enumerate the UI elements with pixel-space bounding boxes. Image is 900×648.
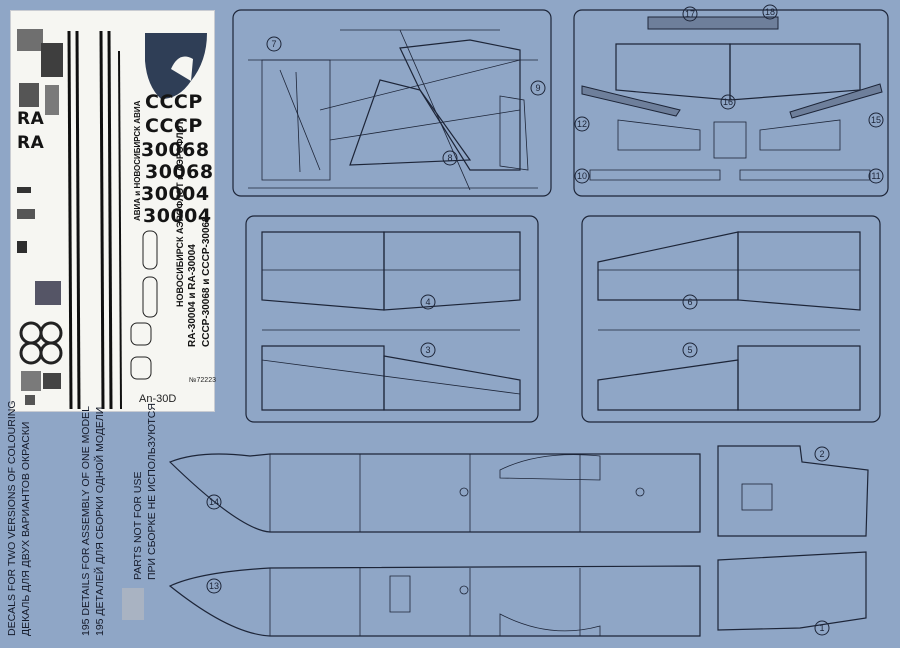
- part-number-badge: 5: [682, 342, 698, 358]
- decal-sheet: RA RA СССР СССР 30068 30068 30004 30004 …: [10, 10, 216, 412]
- code-right-6: 30004: [143, 205, 212, 227]
- sprue-mid-left: [245, 215, 539, 423]
- part-number-badge: 16: [720, 94, 736, 110]
- unused-parts-swatch: [122, 588, 144, 620]
- part-number-badge: 12: [574, 116, 590, 132]
- part-number-12: 12: [577, 119, 587, 129]
- part-number-badge: 6: [682, 294, 698, 310]
- part-number-badge: 2: [814, 446, 830, 462]
- sprue-mid-right: [581, 215, 881, 423]
- cheatline-stripes-graphic: [67, 30, 207, 409]
- sprue-top-right: [573, 9, 889, 197]
- part-number-badge: 14: [206, 494, 222, 510]
- part-number-17: 17: [685, 9, 695, 19]
- part-number-10: 10: [577, 171, 587, 181]
- part-number-badge: 3: [420, 342, 436, 358]
- part-number-badge: 18: [762, 4, 778, 20]
- code-right-5: 30004: [141, 183, 210, 205]
- part-number-badge: 15: [868, 112, 884, 128]
- part-number-badge: 17: [682, 6, 698, 22]
- code-right-3: 30068: [141, 139, 210, 161]
- part-number-badge: 11: [868, 168, 884, 184]
- small-decals-graphic: [17, 29, 63, 405]
- reg-prefix-1: RA: [17, 109, 45, 129]
- part-number-9: 9: [535, 83, 540, 93]
- part-number-18: 18: [765, 7, 775, 17]
- part-number-3: 3: [425, 345, 430, 355]
- part-number-14: 14: [209, 497, 219, 507]
- part-number-13: 13: [209, 581, 219, 591]
- code-right-1: СССР: [145, 91, 203, 113]
- part-number-badge: 4: [420, 294, 436, 310]
- part-number-badge: 8: [442, 150, 458, 166]
- part-number-15: 15: [871, 115, 881, 125]
- part-number-8: 8: [447, 153, 452, 163]
- part-number-badge: 13: [206, 578, 222, 594]
- reg-prefix-2: RA: [17, 133, 45, 153]
- part-number-7: 7: [271, 39, 276, 49]
- part-number-11: 11: [871, 171, 880, 181]
- kit-name: An-30D: [139, 393, 177, 405]
- part-number-badge: 1: [814, 620, 830, 636]
- part-number-2: 2: [819, 449, 824, 459]
- part-number-4: 4: [425, 297, 430, 307]
- code-right-2: СССР: [145, 115, 203, 137]
- sprue-top-middle: [232, 9, 552, 197]
- fuselage-halves: [168, 445, 869, 637]
- part-number-badge: 10: [574, 168, 590, 184]
- part-number-5: 5: [687, 345, 692, 355]
- part-number-labels: 7 9 8 17 18 12 16 15 10 11 4 3 6 5 14 13…: [206, 4, 884, 636]
- part-number-16: 16: [723, 97, 733, 107]
- part-number-1: 1: [819, 623, 824, 633]
- part-number-badge: 9: [530, 80, 546, 96]
- model-code: №72223: [189, 377, 216, 384]
- part-number-6: 6: [687, 297, 692, 307]
- part-number-badge: 7: [266, 36, 282, 52]
- code-right-4: 30068: [145, 161, 214, 183]
